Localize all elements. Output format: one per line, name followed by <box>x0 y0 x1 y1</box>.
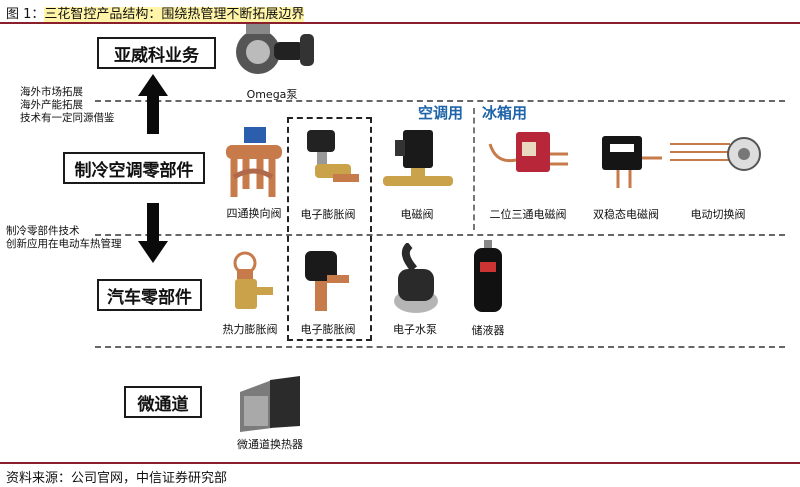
source-note: 资料来源：公司官网，中信证券研究部 <box>6 471 228 486</box>
product-label: 四通换向阀 <box>226 207 282 220</box>
four-way-valve-icon <box>226 127 282 197</box>
product-bistable-valve: 双稳态电磁阀 <box>587 124 665 222</box>
product-microchannel-hx: 微通道换热器 <box>224 374 316 452</box>
section-fridge: 冰箱用 <box>482 104 528 122</box>
product-water-pump: 电子水泵 <box>380 243 450 337</box>
category-microchannel: 微通道 <box>124 386 202 418</box>
section-ac: 空调用 <box>418 104 464 122</box>
category-refrigeration: 制冷空调零部件 <box>63 152 205 184</box>
separator-auto <box>95 346 785 348</box>
product-omega-pump: Omega泵 <box>222 20 322 102</box>
product-label: 电动切换阀 <box>690 208 746 221</box>
product-label: 微通道换热器 <box>237 438 303 451</box>
product-solenoid-valve: 电磁阀 <box>377 124 457 222</box>
separator-aweco <box>95 100 785 102</box>
note-line: 技术有一定同源借鉴 <box>20 112 115 124</box>
title-rule <box>0 22 800 24</box>
product-motor-valve: 电动切换阀 <box>668 124 768 222</box>
product-label: 双稳态电磁阀 <box>593 208 659 221</box>
figure-number: 图 1： <box>6 7 45 22</box>
water-pump-icon <box>394 243 438 313</box>
motor-valve-icon <box>670 137 761 171</box>
microchannel-hx-icon <box>240 376 300 432</box>
eev-icon <box>305 251 349 311</box>
category-auto: 汽车零部件 <box>97 279 202 311</box>
note-overseas-expansion: 海外市场拓展 海外产能拓展 技术有一定同源借鉴 <box>20 86 115 125</box>
product-thermal-expansion-valve: 热力膨胀阀 <box>212 245 288 337</box>
separator-ac-fridge <box>473 108 475 230</box>
solenoid-valve-icon <box>383 130 453 186</box>
product-label: 电子膨胀阀 <box>300 323 356 336</box>
product-label: 二位三通电磁阀 <box>489 208 567 221</box>
note-ev-application: 制冷零部件技术 创新应用在电动车热管理 <box>6 225 122 251</box>
note-line: 海外市场拓展 <box>20 86 83 98</box>
up-arrow-icon <box>138 74 168 134</box>
product-four-way-valve: 四通换向阀 <box>213 117 295 221</box>
product-receiver: 储液器 <box>458 240 518 338</box>
figure-title-text: 三花智控产品结构：围绕热管理不断拓展边界 <box>44 7 305 22</box>
bistable-valve-icon <box>602 136 662 188</box>
product-two-three-way-valve: 二位三通电磁阀 <box>483 124 573 222</box>
product-eev-ac: 电子膨胀阀 <box>290 124 366 222</box>
separator-refrigeration <box>95 234 785 236</box>
product-label: 电子膨胀阀 <box>300 208 356 221</box>
eev-icon <box>307 130 359 182</box>
eev-highlight-box <box>287 117 372 341</box>
pump-icon <box>236 24 314 74</box>
product-label: 电磁阀 <box>400 208 434 221</box>
receiver-icon <box>474 240 502 312</box>
thermal-expansion-valve-icon <box>233 251 273 309</box>
figure-title: 图 1：三花智控产品结构：围绕热管理不断拓展边界 <box>6 3 305 22</box>
note-line: 创新应用在电动车热管理 <box>6 238 122 250</box>
down-arrow-icon <box>138 203 168 263</box>
category-aweco: 亚威科业务 <box>97 37 216 69</box>
product-eev-auto: 电子膨胀阀 <box>290 245 366 337</box>
product-label: 热力膨胀阀 <box>222 323 278 336</box>
three-way-valve-icon <box>488 132 568 172</box>
product-label: Omega泵 <box>246 88 298 101</box>
bottom-rule <box>0 462 800 464</box>
note-line: 制冷零部件技术 <box>6 225 80 237</box>
product-label: 储液器 <box>471 324 505 337</box>
product-label: 电子水泵 <box>393 323 437 336</box>
note-line: 海外产能拓展 <box>20 99 83 111</box>
